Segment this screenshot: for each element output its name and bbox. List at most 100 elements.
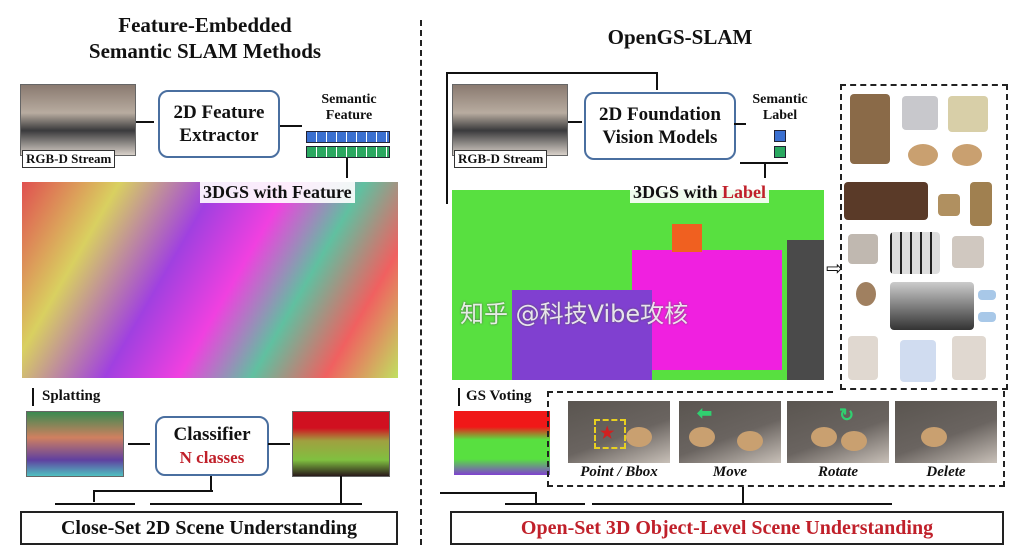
semantic-feature-label: Semantic Feature	[316, 92, 382, 124]
object-basket	[938, 194, 960, 216]
3dgs-feature-caption: 3DGS with Feature	[200, 182, 355, 203]
rgbd-image-right	[452, 84, 568, 156]
object-stool	[908, 144, 938, 166]
left-title-line1: Feature-Embedded	[118, 13, 292, 37]
stool	[626, 427, 652, 447]
left-title: Feature-Embedded Semantic SLAM Methods	[40, 12, 370, 64]
stool	[811, 427, 837, 447]
connector	[210, 476, 212, 492]
object-cushion	[952, 236, 984, 268]
stool	[737, 431, 763, 451]
bracket	[55, 503, 135, 505]
wall-region	[787, 240, 824, 380]
feature-extractor-box: 2D Feature Extractor	[158, 90, 280, 158]
arrow	[764, 162, 766, 178]
op-image-delete	[895, 401, 997, 463]
caption-highlight: Label	[722, 182, 767, 202]
op-caption-move: Move	[712, 464, 748, 480]
object-pillow-blue	[978, 290, 996, 300]
classifier-line1: Classifier	[173, 424, 251, 445]
object-gallery	[840, 84, 1008, 390]
object-blind	[900, 340, 936, 382]
splatting-label: Splatting	[42, 388, 101, 404]
3dgs-label-render	[452, 190, 824, 380]
rgbd-caption-left: RGB-D Stream	[22, 150, 116, 168]
gs-voting-arrow	[458, 388, 460, 406]
operations-panel-top	[547, 391, 833, 393]
left-title-line2: Semantic SLAM Methods	[88, 39, 322, 63]
models-line2: Vision Models	[602, 127, 718, 148]
open-set-bar: Open-Set 3D Object-Level Scene Understan…	[450, 511, 1004, 545]
close-set-bar: Close-Set 2D Scene Understanding	[20, 511, 398, 545]
semantic-label-line2: Label	[762, 108, 798, 123]
object-cabinet	[844, 182, 928, 220]
models-line1: 2D Foundation	[599, 104, 721, 125]
move-arrow-icon: ⬅	[697, 403, 713, 423]
connector	[535, 492, 537, 504]
3dgs-label-caption: 3DGS with Label	[630, 182, 770, 203]
rgbd-caption-right: RGB-D Stream	[454, 150, 548, 168]
object-pillow-blue	[978, 312, 996, 322]
splatting-arrow	[32, 388, 34, 406]
op-image-point: ★	[568, 401, 670, 463]
watermark: 知乎 @科技Vibe攻核	[460, 300, 689, 328]
object-plant	[970, 182, 992, 226]
classifier-box: Classifier N classes	[155, 416, 269, 476]
semantic-label-line1: Semantic	[752, 92, 808, 107]
feature-vector-blue	[306, 131, 390, 143]
connector	[340, 476, 342, 504]
object-pillow	[902, 96, 938, 130]
3dgs-feature-render	[22, 182, 398, 378]
connector	[440, 492, 536, 494]
caption-prefix: 3DGS with	[633, 182, 723, 202]
rgbd-image-left	[20, 84, 136, 156]
object-window	[890, 232, 940, 274]
stool	[841, 431, 867, 451]
connector	[93, 490, 95, 502]
bracket	[592, 503, 892, 505]
connector	[93, 490, 213, 492]
rotate-icon: ↻	[839, 405, 855, 425]
right-title: OpenGS-SLAM	[607, 25, 753, 49]
extractor-line1: 2D Feature	[173, 102, 265, 123]
floor-region	[632, 250, 782, 370]
operations-panel	[547, 391, 1005, 487]
semantic-segmentation-right	[454, 411, 550, 475]
bbox-icon	[594, 419, 626, 449]
op-caption-point: Point / Bbox	[580, 464, 658, 480]
connector	[446, 72, 448, 204]
arrow	[734, 123, 746, 125]
stool	[921, 427, 947, 447]
star-point-icon: ★	[600, 425, 615, 442]
op-image-move: ⬅	[679, 401, 781, 463]
semantic-segmentation-left	[292, 411, 390, 477]
object-door	[850, 94, 890, 164]
gs-voting-label: GS Voting	[466, 388, 532, 404]
connector	[656, 72, 658, 90]
arrow	[268, 443, 290, 445]
implies-arrow-icon: ⇨	[826, 258, 843, 280]
bracket	[150, 503, 362, 505]
semantic-feature-line2: Feature	[325, 108, 373, 123]
feature-vector-green	[306, 146, 390, 158]
classifier-line2: N classes	[179, 448, 245, 467]
semantic-label-text: Semantic Label	[745, 92, 815, 124]
splatted-feature-map	[26, 411, 124, 477]
object-armchair	[952, 336, 986, 380]
label-blue	[774, 130, 786, 142]
arrow	[346, 158, 348, 178]
object-vase	[856, 282, 876, 306]
op-caption-delete: Delete	[926, 464, 966, 480]
foundation-models-box: 2D Foundation Vision Models	[584, 92, 736, 160]
arrow	[568, 121, 582, 123]
label-green	[774, 146, 786, 158]
object-armchair	[848, 336, 878, 380]
object-photo	[890, 282, 974, 330]
arrow	[742, 487, 744, 503]
rug-region	[512, 290, 652, 380]
semantic-feature-line1: Semantic	[321, 92, 377, 107]
connector	[446, 72, 658, 74]
extractor-line2: Extractor	[179, 125, 259, 146]
arrow	[128, 443, 150, 445]
